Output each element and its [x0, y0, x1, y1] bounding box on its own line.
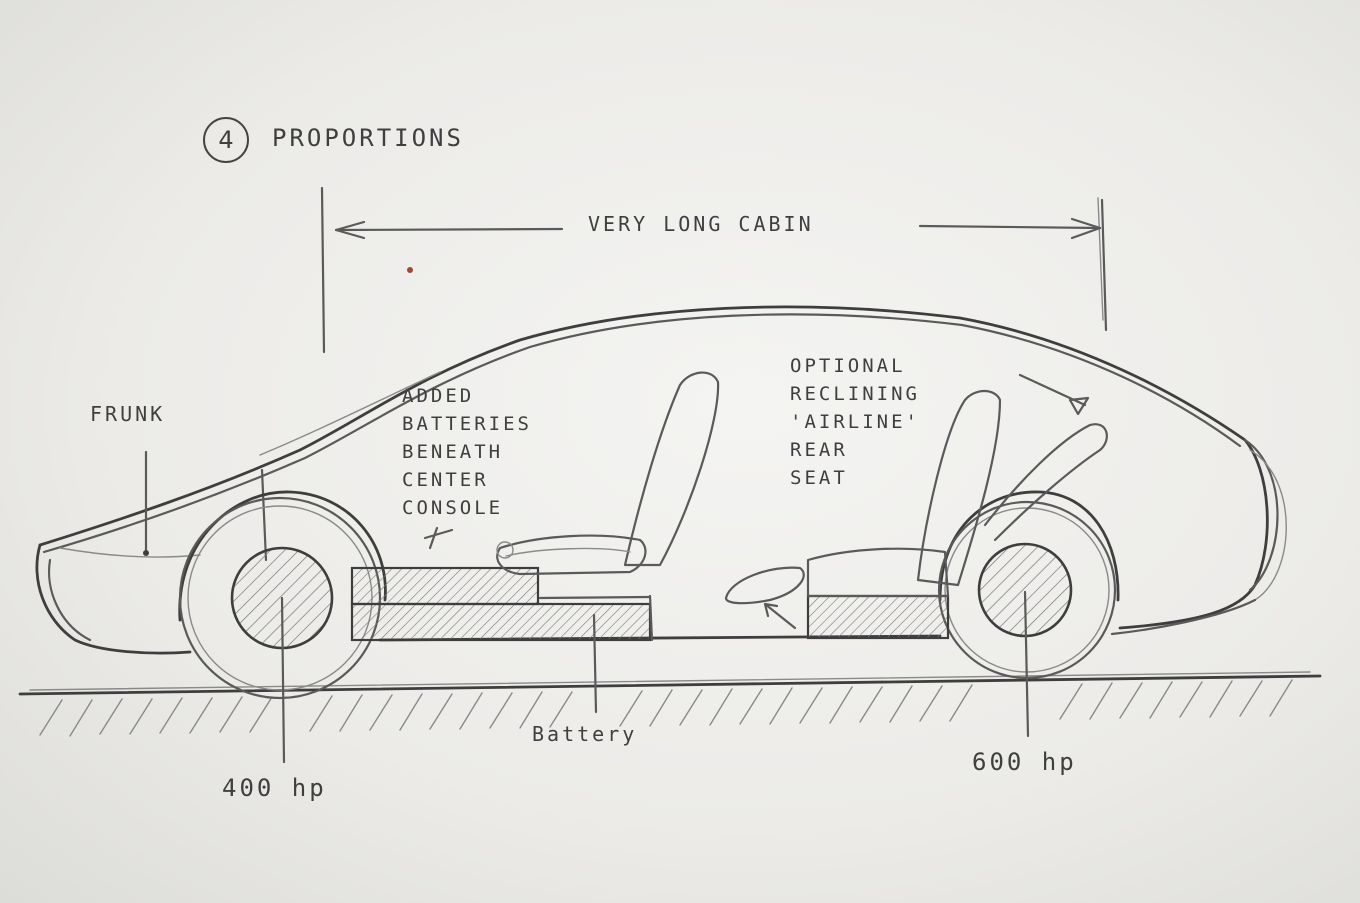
note-line: OPTIONAL — [790, 355, 906, 377]
note-line: CONSOLE — [402, 497, 504, 519]
stray-mark — [407, 267, 413, 273]
leader-lines — [143, 450, 1030, 764]
cabin-dimension — [320, 186, 1108, 354]
rear-wheel — [937, 490, 1120, 680]
note-line: BENEATH — [402, 441, 504, 463]
ground-hatching — [39, 679, 1293, 737]
ground — [18, 671, 1322, 737]
car-body — [35, 305, 1287, 655]
battery-label: Battery — [532, 722, 638, 746]
rear-motor-label: 600 hp — [972, 748, 1077, 776]
note-line: BATTERIES — [402, 413, 532, 435]
front-motor-label: 400 hp — [222, 774, 327, 802]
console-armrest — [724, 566, 805, 630]
frunk-label: FRUNK — [90, 402, 166, 426]
note-line: SEAT — [790, 467, 848, 489]
rear-seat-note: OPTIONAL RECLINING 'AIRLINE' REAR SEAT — [790, 352, 920, 492]
front-seat — [496, 371, 720, 576]
center-batteries-note: ADDED BATTERIES BENEATH CENTER CONSOLE — [402, 382, 532, 522]
cabin-label: VERY LONG CABIN — [588, 212, 814, 236]
note-line: ADDED — [402, 385, 475, 407]
note-line: REAR — [790, 439, 848, 461]
note-line: RECLINING — [790, 383, 920, 405]
batteries-arrow — [423, 526, 454, 550]
battery-pack — [350, 566, 950, 642]
note-line: 'AIRLINE' — [790, 411, 920, 433]
section-title: PROPORTIONS — [272, 124, 464, 152]
rear-seat — [806, 373, 1108, 598]
section-number: 4 — [203, 117, 249, 163]
note-line: CENTER — [402, 469, 489, 491]
